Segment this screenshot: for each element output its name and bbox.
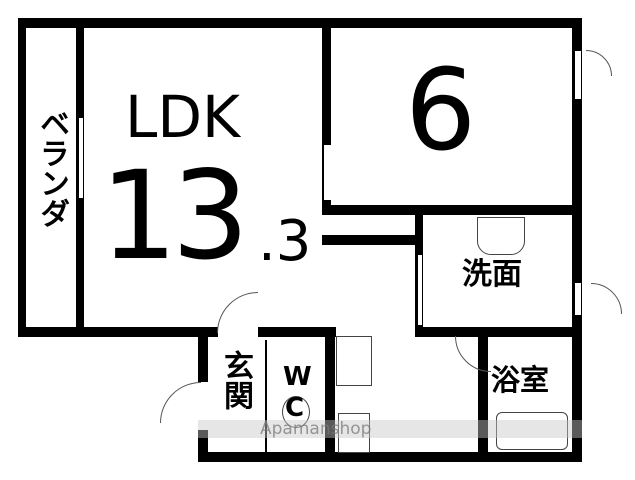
wall-bath-left (478, 327, 488, 462)
bedroom-window (574, 50, 582, 100)
wall-left (18, 18, 26, 337)
wall-entrance-top (258, 327, 336, 337)
washroom-sliding-door (417, 255, 422, 325)
bathtub (496, 412, 568, 450)
wall-toilet-right (325, 327, 335, 462)
bedroom-door-gap (323, 145, 331, 200)
entrance-label: 玄関 (218, 350, 253, 410)
veranda-label: ベランダ (34, 108, 69, 228)
wall-bottom (198, 452, 582, 462)
watermark-band (198, 420, 582, 438)
wall-top (18, 18, 582, 28)
wall-right (572, 18, 582, 462)
entrance-door-gap (198, 382, 208, 430)
wall-toilet-left (265, 340, 267, 458)
washroom-label: 洗面 (462, 257, 522, 292)
ldk-size: 13 (100, 145, 249, 287)
wall-closet-bottom (322, 235, 420, 245)
watermark: Apamanshop (260, 419, 372, 439)
veranda-window (78, 118, 83, 198)
toilet-label-w: W (283, 362, 312, 392)
washroom-window (574, 282, 582, 316)
wall-ldk-bedroom (322, 18, 331, 215)
wall-bedroom-bottom (322, 205, 582, 215)
wall-ldk-bottom (18, 327, 218, 337)
washbasin (477, 217, 525, 255)
bathroom-label: 浴室 (491, 363, 550, 397)
toilet (282, 396, 310, 428)
kitchen-sink (336, 336, 372, 386)
window-swing-top (586, 50, 612, 76)
toilet-label-c: C (285, 393, 305, 423)
bedroom-size: 6 (405, 46, 477, 176)
wall-washroom-bottom (415, 327, 582, 337)
stove (338, 413, 370, 453)
ldk-size-decimal: .3 (258, 209, 312, 274)
ldk-label: LDK (125, 83, 241, 151)
